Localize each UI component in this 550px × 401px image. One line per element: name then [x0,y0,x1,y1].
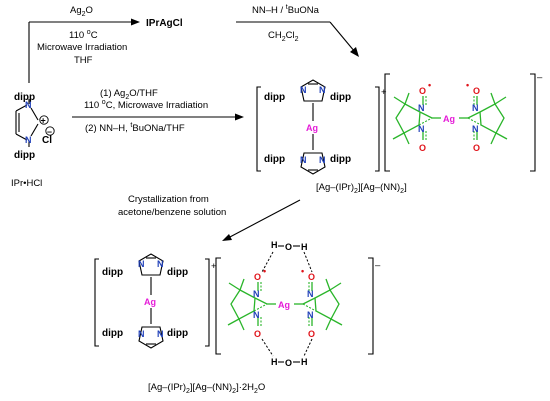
water-top-h2: H [301,242,308,252]
temperature-label: 110 oC [69,29,98,41]
iprAgCl-label: IPrAgCl [146,18,183,29]
anion2-o1: O [254,272,261,282]
chloride-label: Cl [42,135,52,146]
cation2-dipp-3: dipp [102,328,123,339]
cation2-n2: N [157,259,164,269]
anion-o1-radical: • [428,80,431,90]
anion2-n4: N [307,310,314,320]
nitrogen-atom-top: N [25,100,32,110]
anion-n3: N [472,103,479,113]
water-top-oxygen: O [285,242,292,252]
nn-h-buona-label: NN–H / tBuONa [252,4,320,16]
direct-route: (1) Ag2O/THF 110 oC, Microwave Irradiati… [72,88,244,134]
anion2-o3-radical: • [301,266,304,276]
anion-o2: O [419,143,426,153]
ipr-hcl-structure: dipp N N + dipp Cl – IPr•HCl [11,92,55,189]
anion-o3: O [473,86,480,96]
water-top-h1: H [271,240,278,250]
cation-dipp-4: dipp [330,154,351,165]
anion2-n2: N [253,310,260,320]
crystallization-line2: acetone/benzene solution [118,207,226,218]
direct-step1-label: (1) Ag2O/THF [100,88,158,101]
cation2-silver: Ag [144,297,156,307]
anion-silver: Ag [443,114,455,124]
cation-dipp-2: dipp [330,92,351,103]
anion2-silver: Ag [278,300,290,310]
water-bottom-h1: H [271,357,278,367]
top-route-conditions: Ag2O 110 oC Microwave Irradiation THF IP… [37,4,320,66]
anion2-o3: O [308,272,315,282]
direct-step1b-label: 110 oC, Microwave Irradiation [84,99,208,111]
cation-n2: N [319,85,326,95]
dcm-label: CH2Cl2 [268,30,299,43]
product2-anion: – N N O • O Ag N N O • [215,240,381,368]
cation2-dipp-1: dipp [102,267,123,278]
direct-step2-label: (2) NN–H, tBuONa/THF [85,122,185,134]
anion2-n3: N [307,289,314,299]
anion2-minus: – [375,260,381,271]
top-route-arrows [28,18,359,83]
cation-n3: N [300,155,307,165]
anion-o3-radical: • [466,80,469,90]
cation-n4: N [319,155,326,165]
cation2-dipp-4: dipp [167,328,188,339]
plus-charge: + [41,116,46,126]
product2-label: [Ag–(IPr)2][Ag–(NN)2]·2H2O [148,382,265,395]
cation2-n1: N [138,259,145,269]
anion2-n1: N [253,289,260,299]
minus-charge: – [47,127,52,137]
product1-anion: – N N O • O Ag N N O • [384,72,543,172]
cation-silver: Ag [306,123,318,133]
anion-n1: N [418,103,425,113]
anion-minus: – [537,72,543,83]
anion2-o2: O [254,329,261,339]
thf-label: THF [74,55,93,66]
cation2-dipp-2: dipp [167,267,188,278]
cation-dipp-1: dipp [264,92,285,103]
cation2-plus: + [211,261,217,272]
crystallization-step: Crystallization from acetone/benzene sol… [118,194,301,241]
water-bottom-h2: H [301,357,308,367]
crystallization-line1: Crystallization from [128,194,209,205]
dipp-bottom-label: dipp [14,150,35,161]
product1-label: [Ag–(IPr)2][Ag–(NN)2] [316,182,407,195]
anion-n4: N [472,124,479,134]
microwave-label: Microwave Irradiation [37,42,127,53]
cation-plus: + [381,87,387,98]
ipr-hcl-label: IPr•HCl [11,178,42,189]
nitrogen-atom-bottom: N [25,135,32,145]
dipp-top-label: dipp [14,92,35,103]
cation-dipp-3: dipp [264,154,285,165]
cation2-n3: N [138,329,145,339]
anion2-o1-radical: • [263,266,266,276]
cation2-n4: N [157,329,164,339]
anion-n2: N [418,124,425,134]
cation-n1: N [300,85,307,95]
product2-cation: + N N dipp dipp Ag N N dipp dipp [94,253,217,349]
silver-oxide-label: Ag2O [70,5,93,18]
anion2-o4: O [308,329,315,339]
anion-o1: O [419,86,426,96]
product1-cation: + N N dipp dipp Ag N N dipp dipp [256,79,387,175]
water-bottom-oxygen: O [285,358,292,368]
anion-o4: O [473,143,480,153]
